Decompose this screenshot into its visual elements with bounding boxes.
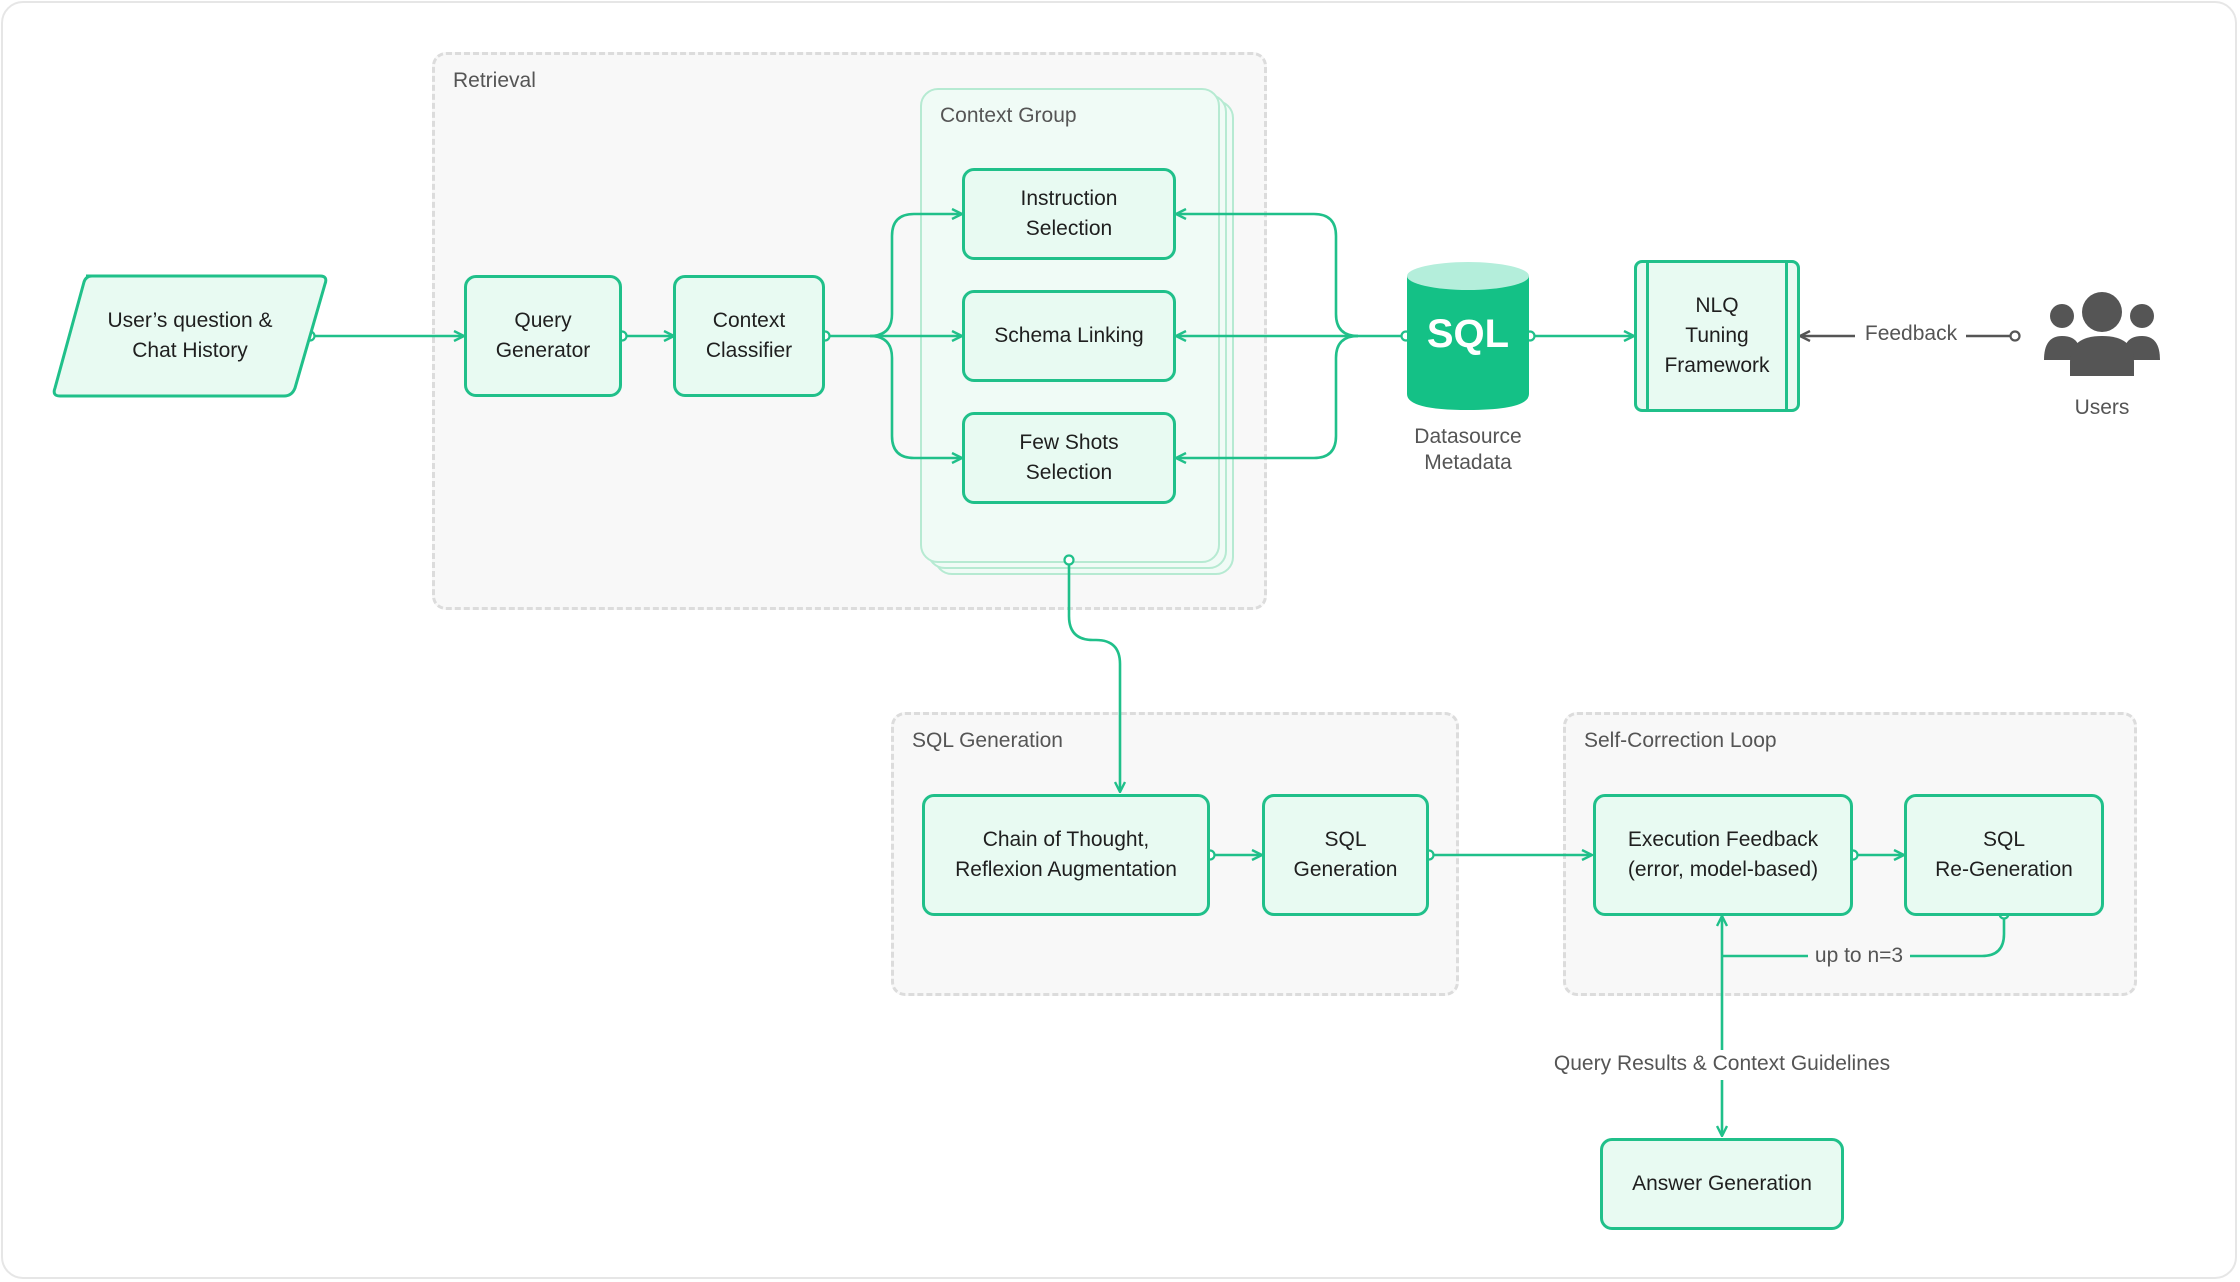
sql-generation-label: SQL Generation: [1293, 828, 1398, 881]
query-generator-node: Query Generator: [464, 275, 622, 397]
few-shots-selection-node: Few Shots Selection: [962, 412, 1176, 504]
nlq-left-bar: [1646, 260, 1649, 412]
nlq-tuning-node: NLQ Tuning Framework: [1634, 260, 1800, 412]
edge-context-to-cot: [1067, 560, 1120, 792]
feedback-label: Feedback: [1864, 322, 1958, 345]
instruction-selection-label: Instruction Selection: [1020, 187, 1118, 240]
users-group-icon: [2044, 292, 2160, 376]
retrieval-group-label: Retrieval: [453, 69, 536, 92]
context-classifier-node: Context Classifier: [673, 275, 825, 397]
edge-classifier-to-instruction: [825, 214, 962, 338]
user-question-label: User’s question & Chat History: [107, 309, 273, 362]
self-correction-group-label: Self-Correction Loop: [1584, 729, 1777, 752]
edge-db-to-fewshots: [1176, 334, 1359, 458]
edge-db-to-instruction: [1176, 214, 1406, 338]
answer-generation-label: Answer Generation: [1632, 1172, 1812, 1195]
sql-generation-group-label: SQL Generation: [912, 729, 1063, 752]
answer-generation-node: Answer Generation: [1600, 1138, 1844, 1230]
database-sql-text: SQL: [1426, 312, 1510, 356]
users-label: Users: [2074, 396, 2130, 419]
context-group-label: Context Group: [940, 104, 1077, 127]
instruction-selection-node: Instruction Selection: [962, 168, 1176, 260]
edge-regen-loop: [1910, 914, 2006, 958]
context-classifier-label: Context Classifier: [705, 309, 793, 362]
sql-regeneration-node: SQL Re-Generation: [1904, 794, 2104, 916]
loop-label: up to n=3: [1814, 944, 1904, 967]
datasource-metadata-label: Datasource Metadata: [1414, 425, 1522, 474]
nlq-tuning-label: NLQ Tuning Framework: [1664, 294, 1770, 377]
query-results-label: Query Results & Context Guidelines: [1553, 1052, 1891, 1075]
chain-of-thought-label: Chain of Thought, Reflexion Augmentation: [955, 828, 1177, 881]
nlq-right-bar: [1785, 260, 1788, 412]
sql-regeneration-label: SQL Re-Generation: [1935, 828, 2073, 881]
query-generator-label: Query Generator: [495, 309, 591, 362]
execution-feedback-node: Execution Feedback (error, model-based): [1593, 794, 1853, 916]
sql-generation-node: SQL Generation: [1262, 794, 1429, 916]
database-icon: [1407, 262, 1529, 410]
schema-linking-node: Schema Linking: [962, 290, 1176, 382]
schema-linking-label: Schema Linking: [994, 324, 1144, 347]
execution-feedback-label: Execution Feedback (error, model-based): [1627, 828, 1819, 881]
chain-of-thought-node: Chain of Thought, Reflexion Augmentation: [922, 794, 1210, 916]
user-question-node: User’s question & Chat History: [60, 276, 320, 396]
user-question-shape: [52, 274, 328, 398]
few-shots-selection-label: Few Shots Selection: [1019, 431, 1119, 484]
edge-classifier-to-fewshots: [869, 334, 962, 458]
